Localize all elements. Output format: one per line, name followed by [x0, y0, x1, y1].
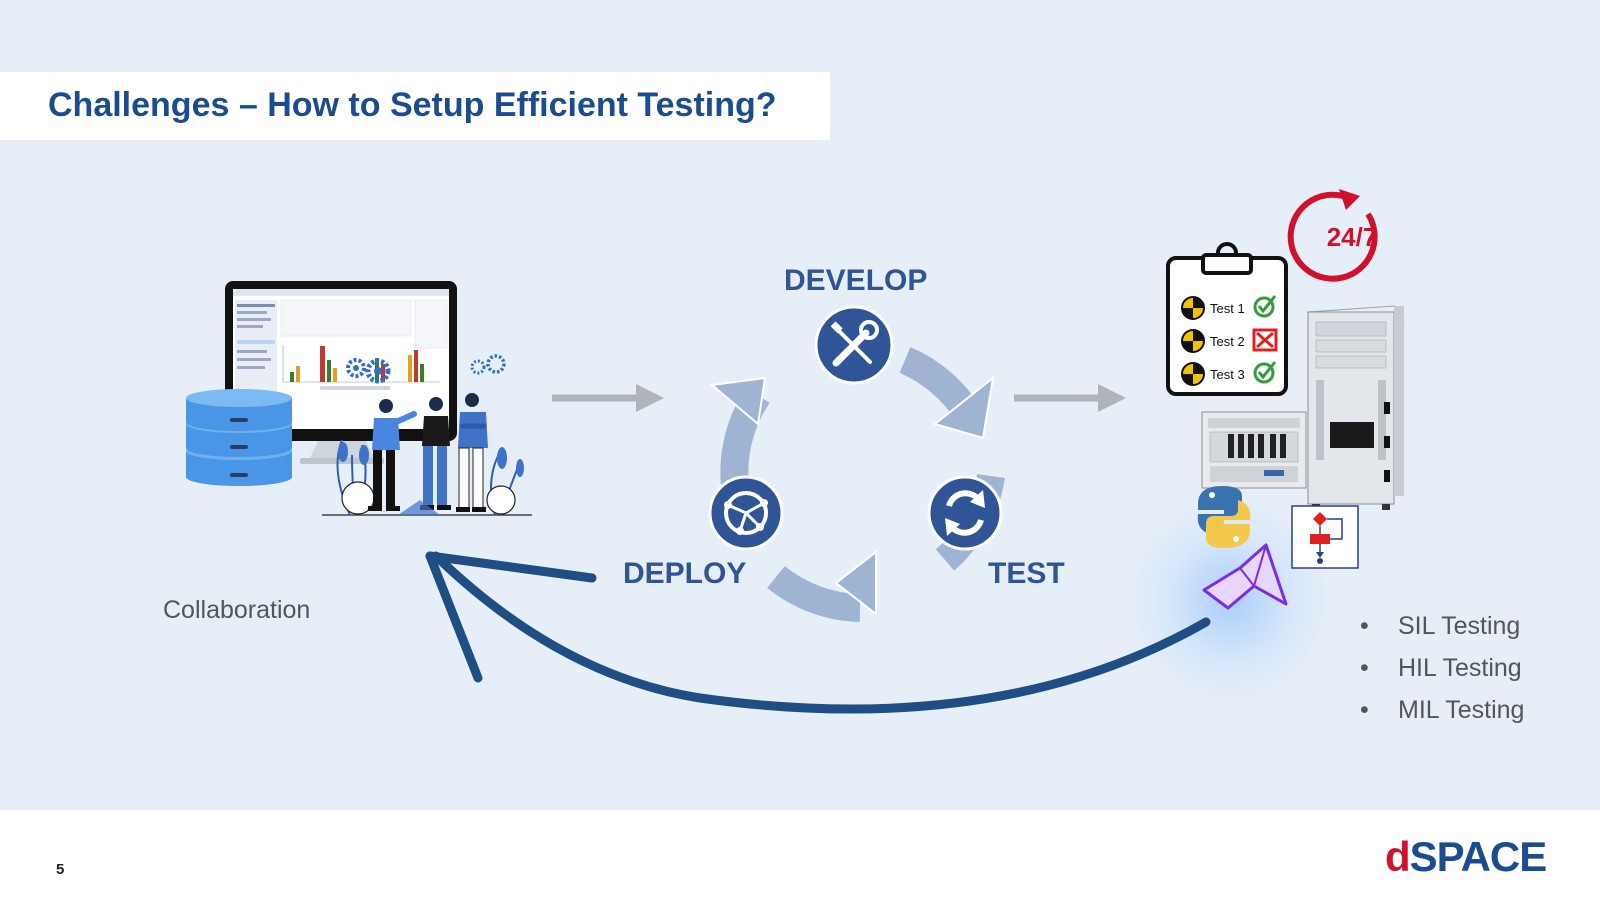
- collaboration-label: Collaboration: [163, 596, 311, 624]
- return-arrowhead-a: [425, 551, 483, 683]
- clock-arrow-icon: [1287, 189, 1378, 282]
- matlab-icon: [1202, 543, 1288, 610]
- crash-test-icon: [1181, 296, 1205, 386]
- test-2-label: Test 2: [1210, 334, 1245, 349]
- python-icon: [1197, 486, 1251, 548]
- wrench-screwdriver-icon: [814, 305, 894, 385]
- develop-label: DEVELOP: [784, 264, 928, 297]
- server-rack-icon: [1201, 305, 1405, 510]
- return-arrow: [431, 551, 1211, 714]
- test-label: TEST: [988, 557, 1065, 590]
- cycle-arrowheads: [709, 375, 995, 617]
- dspace-logo: dSPACE: [1385, 833, 1548, 880]
- refresh-icon: [927, 475, 1003, 551]
- gear-icon: [346, 354, 506, 384]
- list-item: MIL Testing: [1360, 696, 1524, 738]
- logo-d: d: [1385, 833, 1411, 880]
- globe-network-icon: [708, 475, 784, 551]
- logo-space: SPACE: [1409, 833, 1548, 880]
- slide-title: Challenges – How to Setup Efficient Test…: [48, 86, 777, 124]
- footer-band: [0, 810, 1600, 900]
- page-number: 5: [56, 861, 65, 878]
- return-arrowhead-b: [425, 551, 597, 583]
- deploy-label: DEPLOY: [623, 557, 747, 590]
- title-box: [0, 72, 830, 140]
- test-3-label: Test 3: [1210, 367, 1245, 382]
- twenty-four-seven-badge: 24/7: [1327, 222, 1378, 252]
- test-1-label: Test 1: [1210, 301, 1245, 316]
- database-icon: [186, 389, 292, 486]
- clipboard-icon: [1166, 242, 1288, 396]
- list-item: SIL Testing: [1360, 612, 1524, 654]
- cross-icon: [1252, 328, 1278, 352]
- check-icon: [1253, 295, 1277, 384]
- people-icon: [322, 393, 532, 516]
- testing-types-list: SIL Testing HIL Testing MIL Testing: [1360, 612, 1524, 738]
- list-item: HIL Testing: [1360, 654, 1524, 696]
- flowchart-icon: [1291, 505, 1359, 569]
